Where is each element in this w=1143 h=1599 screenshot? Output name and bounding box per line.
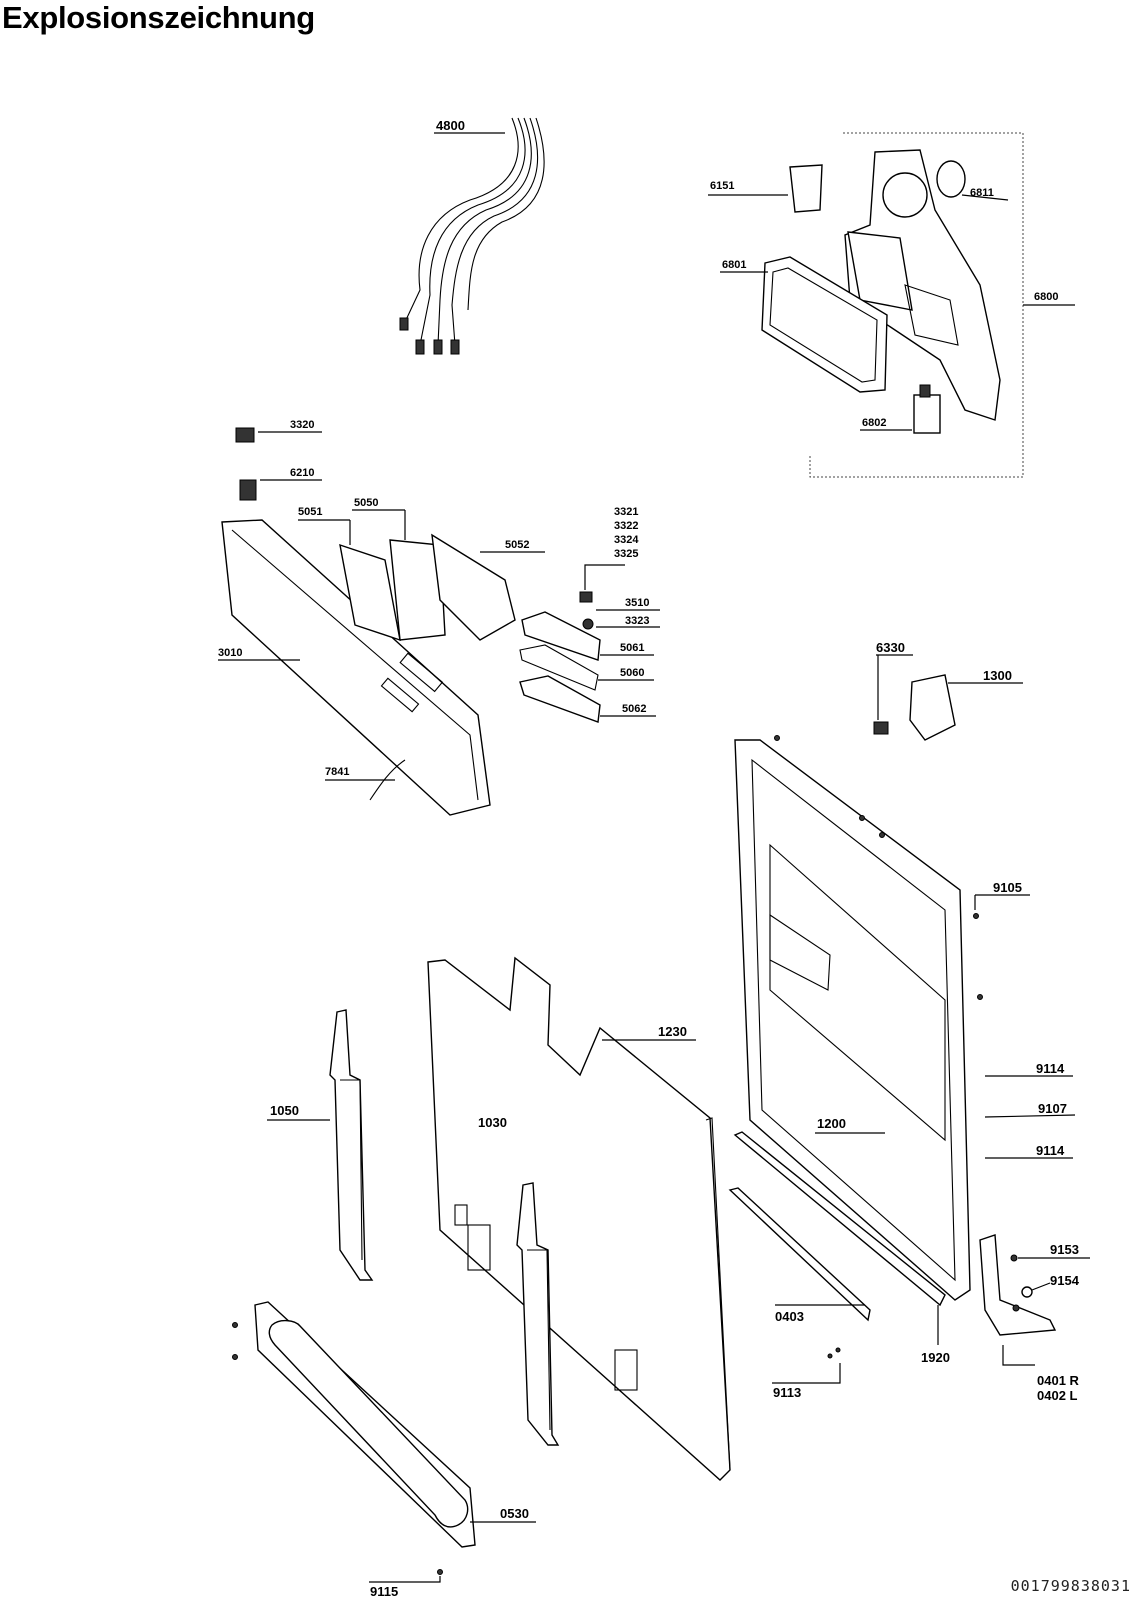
part-button-assemblies: 3321 3322 3324 3325 3510 3323 5061 5060 … (519, 506, 660, 723)
label-3322: 3322 (614, 520, 638, 532)
label-1230: 1230 (658, 1024, 687, 1039)
part-0530-plinth: 0530 9115 (232, 1301, 536, 1599)
label-3010: 3010 (218, 647, 242, 659)
part-6800-dispenser-group: 6800 6811 6151 6801 6802 (708, 132, 1075, 478)
label-1050: 1050 (270, 1103, 299, 1118)
label-0403: 0403 (775, 1309, 804, 1324)
part-1200-inner-door: 1200 9105 9114 9107 9114 (734, 735, 1076, 1301)
label-3324: 3324 (614, 534, 639, 546)
label-4800: 4800 (436, 118, 465, 133)
label-6802: 6802 (862, 417, 886, 429)
label-6801: 6801 (722, 259, 746, 271)
label-3320: 3320 (290, 419, 314, 431)
label-9114-lower: 9114 (1036, 1143, 1065, 1158)
label-6210: 6210 (290, 467, 314, 479)
page-title: Explosionszeichnung (2, 0, 315, 35)
label-5062: 5062 (622, 703, 646, 715)
part-6330-1300-lock: 6330 1300 (873, 640, 1023, 741)
label-9114-upper: 9114 (1036, 1061, 1065, 1076)
label-6151: 6151 (710, 180, 734, 192)
label-3323: 3323 (625, 615, 649, 627)
label-6811: 6811 (970, 187, 994, 199)
label-5060: 5060 (620, 667, 644, 679)
part-3010-control-panel: 3010 7841 (218, 519, 491, 816)
label-9115: 9115 (370, 1584, 398, 1599)
label-9113: 9113 (773, 1385, 801, 1400)
label-9105: 9105 (993, 880, 1022, 895)
label-9153: 9153 (1050, 1242, 1079, 1257)
label-1030: 1030 (478, 1115, 507, 1130)
label-1920: 1920 (921, 1350, 950, 1365)
label-6800: 6800 (1034, 291, 1058, 303)
label-9107: 9107 (1038, 1101, 1067, 1116)
label-0402: 0402 L (1037, 1388, 1078, 1403)
label-5052: 5052 (505, 539, 529, 551)
label-0530: 0530 (500, 1506, 529, 1521)
label-5061: 5061 (620, 642, 644, 654)
label-3321: 3321 (614, 506, 638, 518)
part-4800-wiring-harness: 4800 (399, 117, 545, 355)
part-1050-brackets: 1050 (267, 1009, 560, 1446)
part-strips: 1920 0403 9113 (728, 1131, 950, 1400)
label-3325: 3325 (614, 548, 638, 560)
part-5050-electronics: 5051 5050 5052 (298, 497, 545, 642)
label-9154: 9154 (1050, 1273, 1080, 1288)
label-7841: 7841 (325, 766, 349, 778)
part-1030-outer-door: 1230 1030 (427, 956, 731, 1481)
document-number: 001799838031 (1010, 1577, 1131, 1595)
label-6330: 6330 (876, 640, 905, 655)
label-5051: 5051 (298, 506, 322, 518)
part-0401-0402-hinge: 9153 9154 0401 R 0402 L (979, 1234, 1090, 1403)
label-1200: 1200 (817, 1116, 846, 1131)
label-5050: 5050 (354, 497, 378, 509)
part-3320-6210-switches: 3320 6210 (235, 419, 322, 501)
label-1300: 1300 (983, 668, 1012, 683)
label-3510: 3510 (625, 597, 649, 609)
label-0401: 0401 R (1037, 1373, 1080, 1388)
